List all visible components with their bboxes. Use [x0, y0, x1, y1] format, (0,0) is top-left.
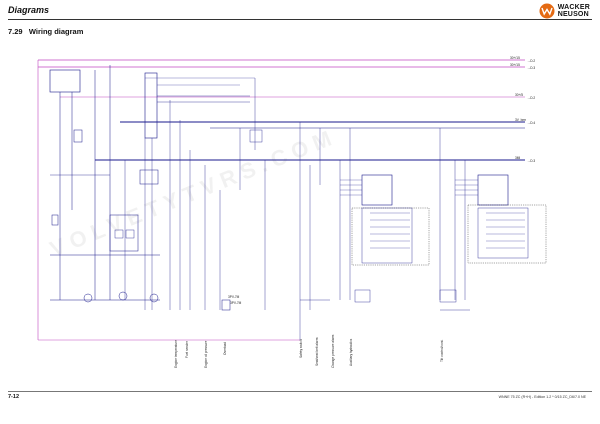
- section-title: Wiring diagram: [28, 27, 84, 36]
- label-change-pressure: Change pressure alarm: [331, 334, 335, 368]
- conn-ref-5: →D.3: [527, 159, 535, 163]
- label-safety-switch: Safety switch: [299, 339, 303, 358]
- footer-doc-id: WNNE 75 ZC (R+H) - Edition 1.2 * 0/15 ZC…: [498, 395, 586, 399]
- brand-logo-icon: [539, 3, 555, 19]
- label-seat-belt: Seat/seat belt alarm: [315, 337, 319, 366]
- brand-line-1: WACKER: [557, 3, 590, 11]
- label-tilt-control: Tilt control/cont.: [440, 340, 444, 362]
- conn-label-3: 30+/5: [515, 93, 523, 97]
- header-title: Diagrams: [8, 5, 50, 15]
- footer-rule: [8, 391, 592, 392]
- label-fuel-sender: Fuel sender: [185, 340, 189, 358]
- conn-label-2: 30+/15: [510, 63, 520, 67]
- conn-ref-2: →D.3: [527, 66, 535, 70]
- brand-line-2: NEUSON: [557, 11, 589, 18]
- conn-label-4: 3V_brm: [515, 118, 527, 122]
- label-auxiliary-hydraulics: Auxiliary hydraulics: [349, 338, 353, 366]
- section-number: 7.29: [8, 27, 23, 36]
- header-rule: [8, 19, 592, 20]
- label-engine-temperature: Engine temperature: [174, 340, 178, 368]
- component-id-2: 3PV-7M: [230, 301, 242, 305]
- brand-logo: WACKER NEUSON: [539, 2, 590, 20]
- component-id-1: 3PV-7M: [228, 295, 240, 299]
- footer-page-number: 7-12: [8, 394, 20, 400]
- conn-ref-4: →D.4: [527, 121, 535, 125]
- section-heading: 7.29 Wiring diagram: [8, 27, 83, 36]
- conn-ref-3: →D.2: [527, 96, 535, 100]
- conn-label-1: 30+/15: [510, 56, 520, 60]
- label-engine-oil-pressure: Engine oil pressure: [204, 340, 208, 368]
- conn-label-5: 3MI: [515, 156, 520, 160]
- label-overload: Overload: [223, 342, 227, 355]
- conn-ref-1: →D.2: [527, 59, 535, 63]
